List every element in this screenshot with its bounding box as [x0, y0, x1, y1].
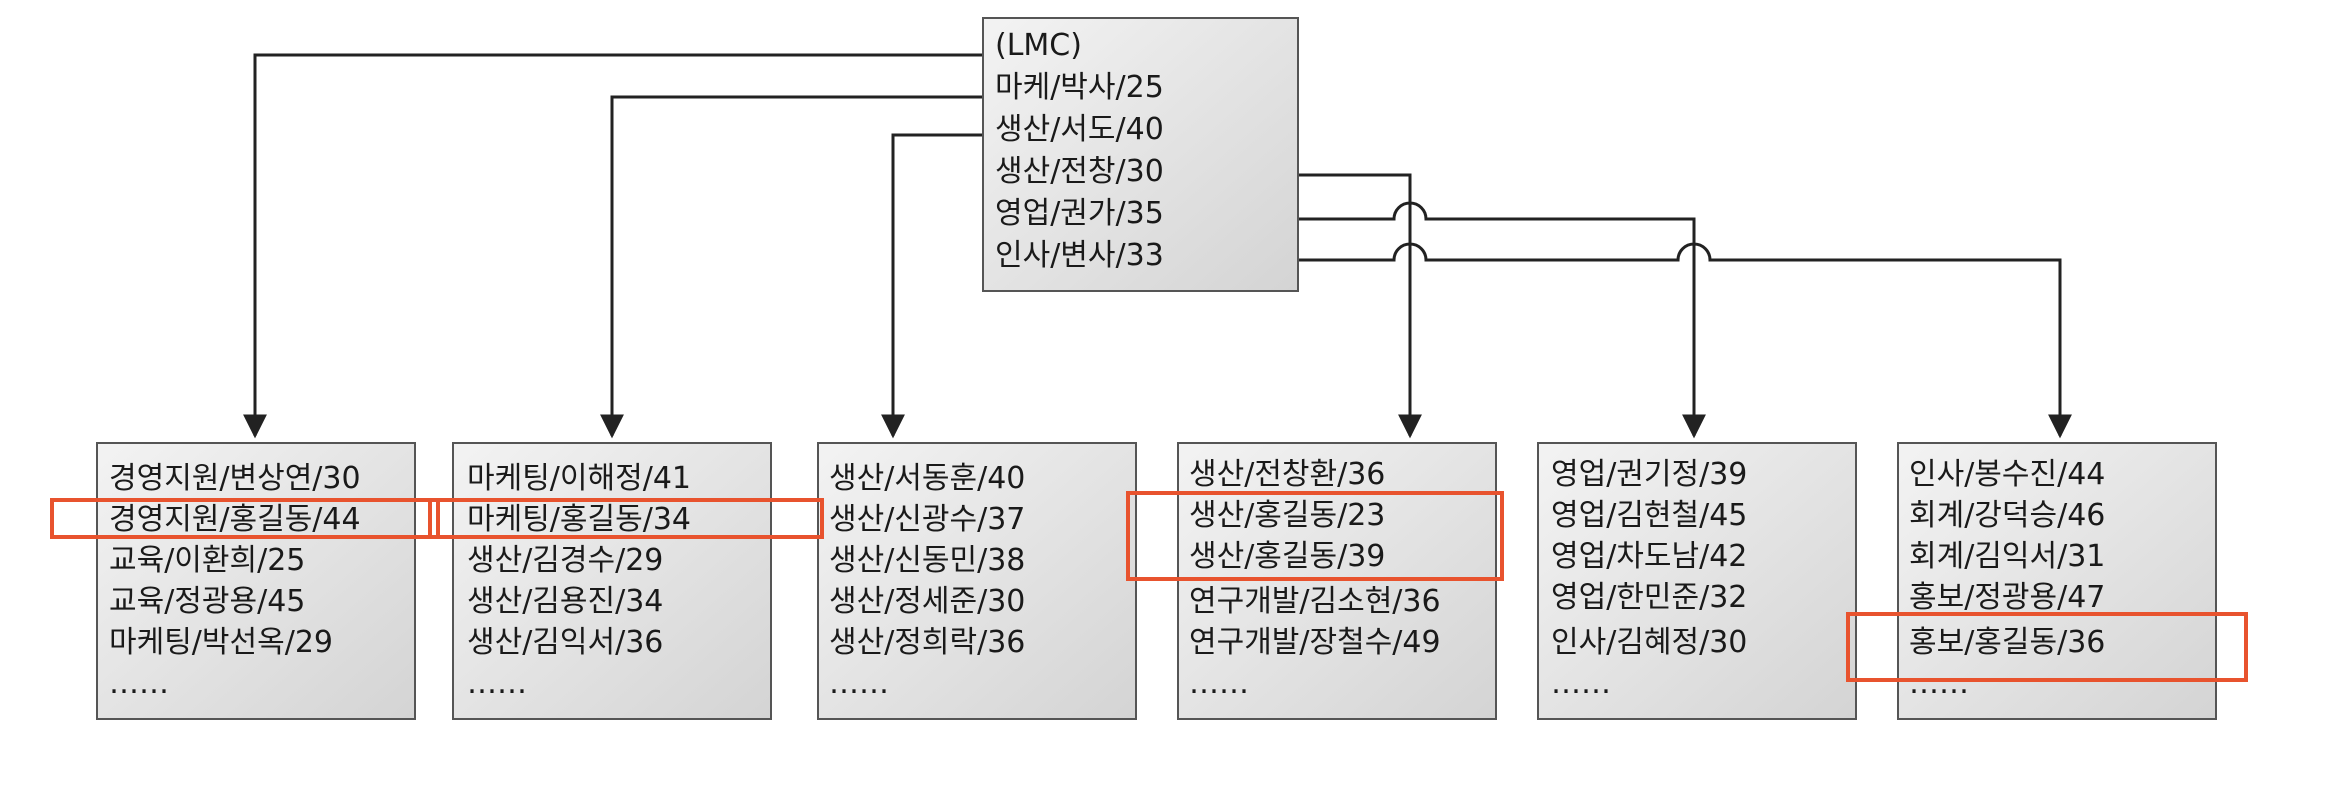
- highlight-box: [1846, 612, 2248, 682]
- node-line: 생산/서동훈/40: [829, 461, 1025, 496]
- node-line: 영업/권기정/39: [1551, 457, 1747, 492]
- root-line: 생산/전창/30: [995, 154, 1164, 189]
- node-line: 생산/신광수/37: [829, 502, 1025, 537]
- root-line: 생산/서도/40: [995, 112, 1164, 147]
- node-line: 생산/김익서/36: [467, 625, 663, 660]
- child-node-box: [1537, 442, 1857, 720]
- node-line: 경영지원/변상연/30: [109, 461, 361, 496]
- connectors: [243, 53, 2072, 439]
- node-line: 생산/정세준/30: [829, 584, 1025, 619]
- node-line: ……: [109, 666, 169, 701]
- node-line: 생산/정희락/36: [829, 625, 1025, 660]
- node-line: 경영지원/홍길동/44: [109, 502, 361, 537]
- node-line: ……: [1909, 666, 1969, 701]
- root-line: 인사/변사/33: [995, 238, 1164, 273]
- node-line: 생산/김경수/29: [467, 543, 663, 578]
- connector-row-1-to-node-2: [600, 95, 983, 439]
- node-line: 생산/김용진/34: [467, 584, 663, 619]
- child-node-6: 인사/봉수진/44 회계/강덕승/46 회계/김익서/31 홍보/정광용/47 …: [1897, 442, 2217, 720]
- highlight-box: [50, 498, 440, 539]
- node-line: 영업/차도남/42: [1551, 539, 1747, 574]
- child-node-5: 영업/권기정/39 영업/김현철/45 영업/차도남/42 영업/한민준/32 …: [1537, 442, 1857, 720]
- node-line: ……: [1551, 666, 1611, 701]
- child-node-1: 경영지원/변상연/30 경영지원/홍길동/44 교육/이환희/25 교육/정광용…: [96, 442, 416, 720]
- highlight-box: [1126, 491, 1504, 581]
- highlights: [50, 491, 2248, 682]
- node-line: 마케팅/이해정/41: [467, 461, 691, 496]
- node-line: 생산/홍길동/39: [1189, 539, 1385, 574]
- node-line: 교육/이환희/25: [109, 543, 305, 578]
- root-line: (LMC): [995, 28, 1082, 63]
- node-line: 홍보/홍길동/36: [1909, 625, 2105, 660]
- node-line: ……: [467, 666, 527, 701]
- connector-root-to-node-1: [243, 53, 983, 439]
- node-line: 교육/정광용/45: [109, 584, 305, 619]
- child-node-box: [96, 442, 416, 720]
- connector-row-3-to-node-4: [1298, 173, 1422, 439]
- node-line: 영업/한민준/32: [1551, 580, 1747, 615]
- node-line: 생산/홍길동/23: [1189, 498, 1385, 533]
- root-node-box: [982, 17, 1299, 292]
- child-node-box: [817, 442, 1137, 720]
- node-line: 마케팅/박선옥/29: [109, 625, 333, 660]
- node-line: ……: [829, 666, 889, 701]
- highlight-box: [428, 498, 824, 539]
- node-line: 회계/김익서/31: [1909, 539, 2105, 574]
- node-line: 영업/김현철/45: [1551, 498, 1747, 533]
- node-line: 생산/전창환/36: [1189, 457, 1385, 492]
- child-node-box: [1897, 442, 2217, 720]
- node-line: 회계/강덕승/46: [1909, 498, 2105, 533]
- root-node: (LMC) 마케/박사/25 생산/서도/40 생산/전창/30 영업/권가/3…: [982, 17, 1299, 292]
- node-line: 인사/봉수진/44: [1909, 457, 2105, 492]
- child-node-box: [452, 442, 772, 720]
- node-line: 연구개발/장철수/49: [1189, 625, 1441, 660]
- root-line: 영업/권가/35: [995, 196, 1164, 231]
- child-node-2: 마케팅/이해정/41 마케팅/홍길동/34 생산/김경수/29 생산/김용진/3…: [452, 442, 772, 720]
- root-line: 마케/박사/25: [995, 70, 1164, 105]
- connector-row-5-to-node-6: [1298, 242, 2072, 439]
- connector-row-4-to-node-5: [1298, 201, 1706, 439]
- node-line: 연구개발/김소현/36: [1189, 584, 1441, 619]
- node-line: 인사/김혜정/30: [1551, 625, 1747, 660]
- node-line: ……: [1189, 666, 1249, 701]
- child-node-3: 생산/서동훈/40 생산/신광수/37 생산/신동민/38 생산/정세준/30 …: [817, 442, 1137, 720]
- node-line: 마케팅/홍길동/34: [467, 502, 691, 537]
- node-line: 홍보/정광용/47: [1909, 580, 2105, 615]
- node-line: 생산/신동민/38: [829, 543, 1025, 578]
- connector-row-2-to-node-3: [881, 133, 983, 439]
